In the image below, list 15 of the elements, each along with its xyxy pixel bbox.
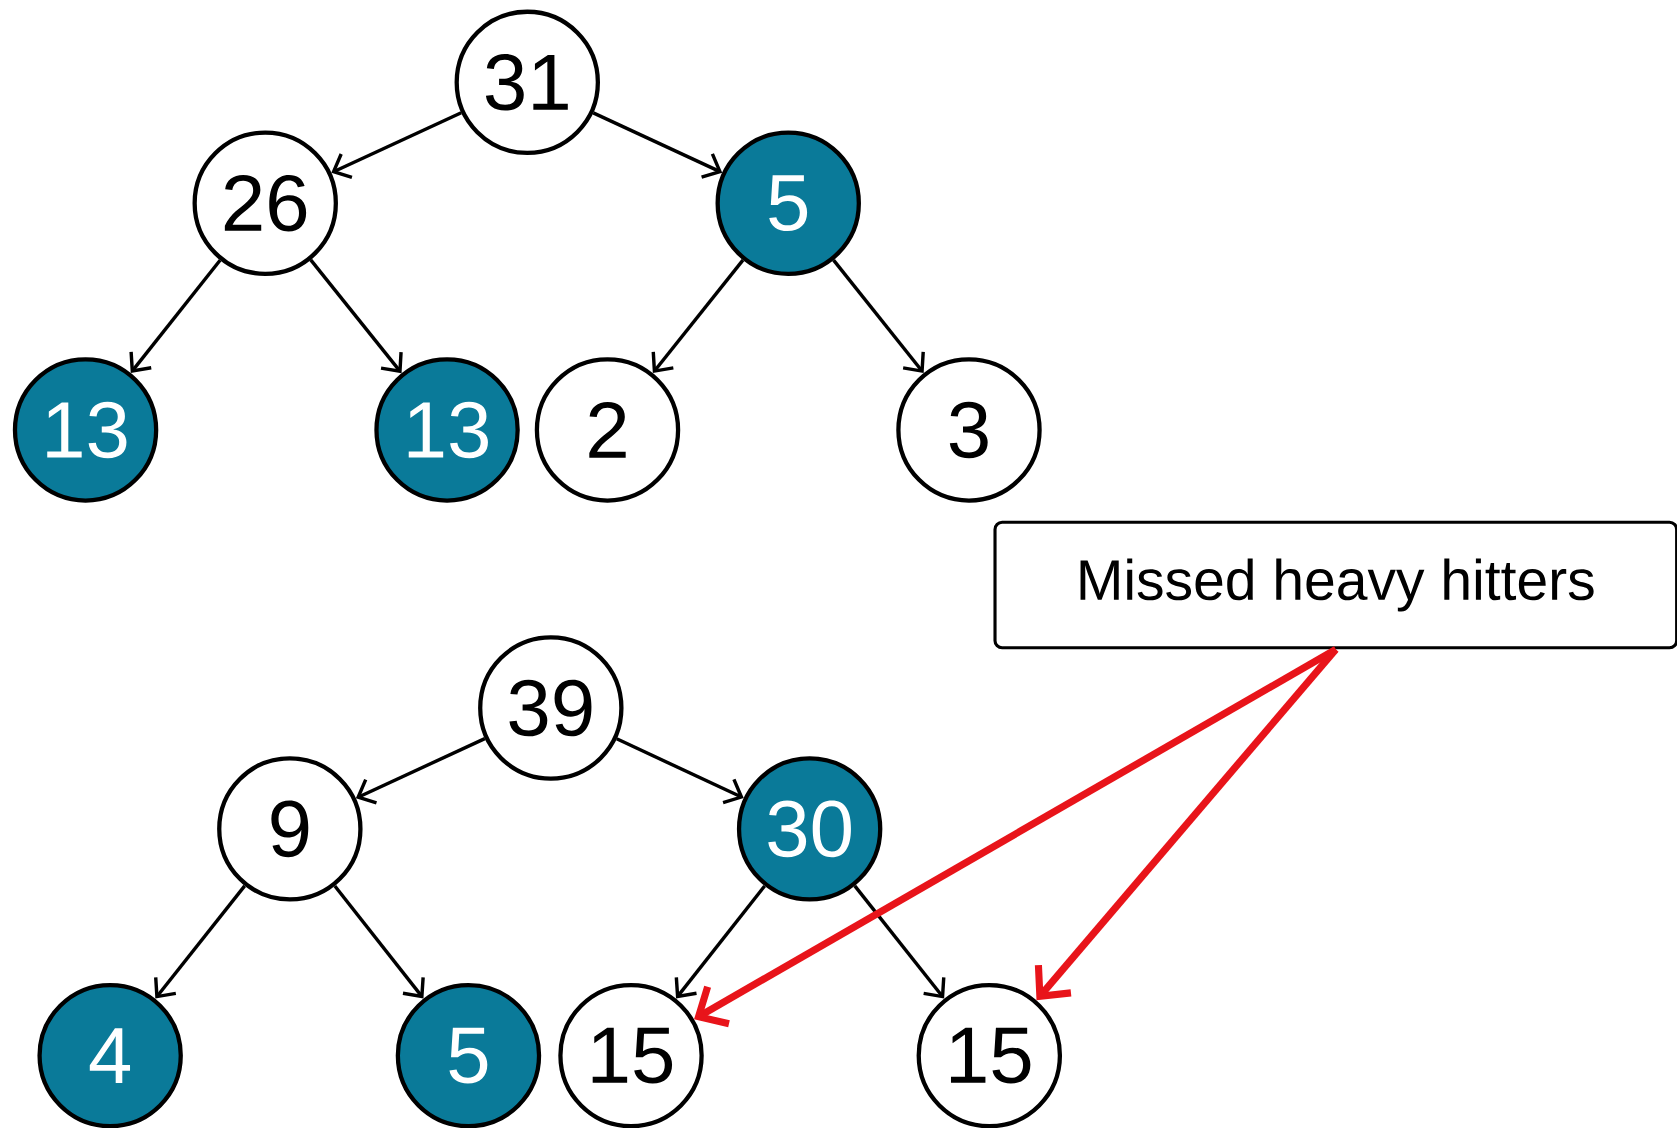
arrow bbox=[832, 258, 925, 373]
arrow bbox=[355, 736, 486, 805]
arrow bbox=[674, 884, 766, 999]
arrow bbox=[651, 258, 745, 373]
arrow bbox=[615, 737, 744, 805]
arrow bbox=[331, 111, 462, 179]
arrow bbox=[333, 884, 425, 999]
arrow bbox=[1034, 646, 1339, 1001]
arrow bbox=[309, 258, 403, 374]
callout-box: Missed heavy hitters bbox=[993, 520, 1677, 650]
arrow bbox=[694, 646, 1338, 1028]
arrow bbox=[592, 111, 723, 179]
arrow bbox=[154, 884, 246, 999]
arrow bbox=[853, 884, 946, 999]
arrow bbox=[129, 258, 222, 373]
